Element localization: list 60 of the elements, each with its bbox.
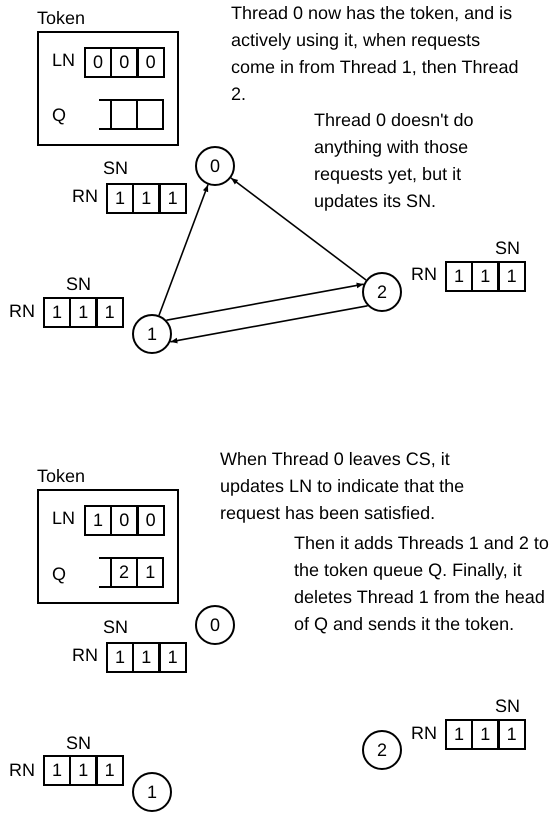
array-label: SN — [66, 733, 92, 753]
thread-node: 1 — [132, 314, 172, 354]
array-label: SN — [103, 158, 128, 178]
array-label: SN — [495, 238, 520, 258]
arrow — [230, 177, 367, 281]
array-cell: 1 — [106, 183, 134, 214]
array-cell: 1 — [106, 642, 134, 673]
array-label: RN — [9, 760, 35, 780]
thread-node: 2 — [362, 730, 402, 770]
array-cell: 1 — [158, 642, 187, 673]
array-cell: 1 — [43, 297, 71, 328]
array-label: RN — [72, 645, 98, 665]
array-label: LN — [52, 508, 76, 528]
array-cell: 0 — [110, 47, 138, 78]
array-cell: 0 — [136, 47, 165, 78]
note-text: Thread 0 doesn't do anything with those requests yet, but it updates its SN. — [314, 109, 475, 213]
array-cell: 1 — [69, 755, 98, 786]
thread-node: 1 — [132, 772, 172, 812]
array-cell — [110, 99, 138, 130]
array-cell: 1 — [132, 642, 160, 673]
box-heading: Token — [37, 8, 86, 28]
array-label: SN — [495, 696, 520, 716]
array-label: SN — [66, 274, 92, 294]
note-text: When Thread 0 leaves CS, it updates LN to indicate that the request has been satisfied. — [220, 448, 466, 525]
array-cell: 0 — [84, 47, 112, 78]
array-cell: 1 — [471, 719, 500, 750]
arrow — [170, 305, 368, 344]
array-label: RN — [9, 301, 35, 321]
array-cell: 1 — [445, 261, 473, 292]
array-label: Q — [52, 105, 66, 125]
array-cell: 1 — [69, 297, 98, 328]
array-cell: 1 — [498, 261, 526, 292]
array-cell: 2 — [110, 557, 138, 588]
array-cell: 1 — [471, 261, 500, 292]
array-cell: 1 — [43, 755, 71, 786]
array-cell: 1 — [136, 557, 164, 588]
array-cell: 1 — [96, 755, 124, 786]
thread-node: 0 — [195, 605, 235, 645]
arrow — [158, 184, 209, 316]
thread-node: 0 — [195, 146, 235, 186]
array-label: Q — [52, 564, 66, 584]
note-text: Thread 0 now has the token, and is actively using it, when requests come in from Thread 1, then Thread 2. — [231, 2, 520, 106]
array-cell: 1 — [158, 183, 187, 214]
note-text: Then it adds Threads 1 and 2 to the token queue Q. Finally, it deletes Thread 1 from the head of Q and sends it the token. — [294, 532, 550, 636]
array-cell: 0 — [110, 505, 138, 536]
thread-node: 2 — [362, 272, 402, 312]
array-cell: 1 — [84, 505, 112, 536]
array-label: RN — [72, 186, 98, 206]
array-label: SN — [103, 617, 128, 637]
box-heading: Token — [37, 466, 86, 486]
array-label: RN — [411, 723, 437, 743]
array-cell — [136, 99, 164, 130]
array-cell: 0 — [136, 505, 165, 536]
array-cell: 1 — [96, 297, 124, 328]
array-cell: 1 — [498, 719, 526, 750]
array-label: LN — [52, 50, 76, 70]
array-cell: 1 — [132, 183, 160, 214]
array-label: RN — [411, 264, 437, 284]
arrow — [166, 282, 364, 321]
array-cell: 1 — [445, 719, 473, 750]
